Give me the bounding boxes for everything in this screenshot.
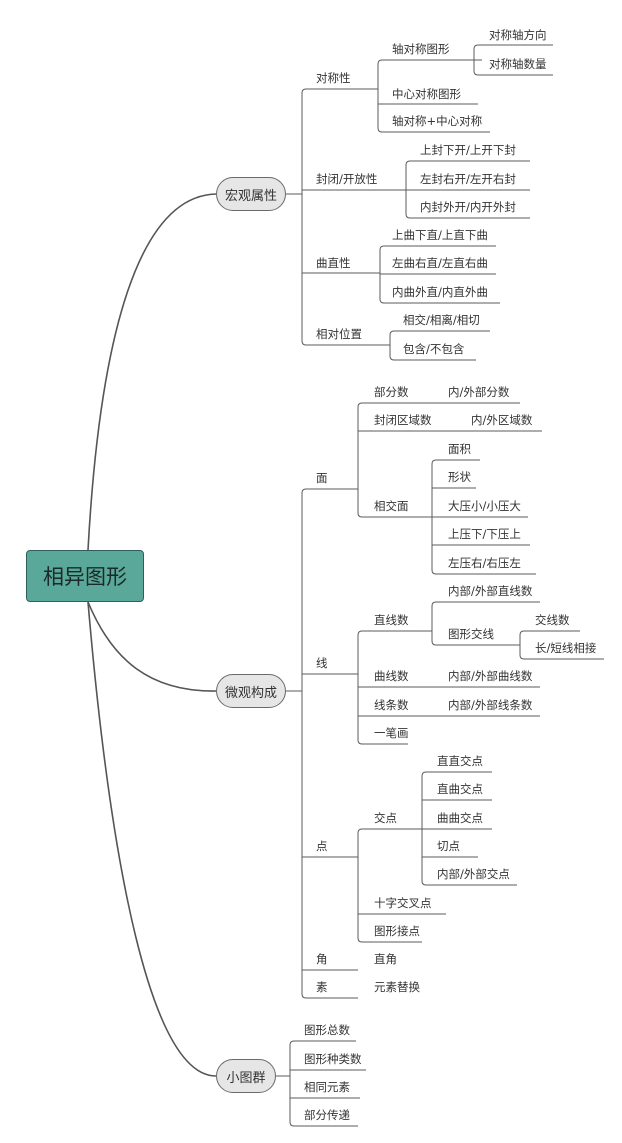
connector [519, 654, 604, 660]
node-point[interactable]: 点 [316, 839, 328, 853]
connector [301, 340, 382, 346]
node-relative-position[interactable]: 相对位置 [316, 327, 362, 341]
node-touch-point[interactable]: 图形接点 [374, 924, 420, 938]
connector [519, 630, 580, 636]
node-press-tb[interactable]: 上压下/下压上 [448, 527, 521, 541]
node-shape[interactable]: 形状 [448, 470, 471, 484]
connector [421, 771, 492, 777]
node-in-out-point[interactable]: 内部/外部交点 [437, 867, 510, 881]
node-cross-point[interactable]: 十字交叉点 [374, 896, 432, 910]
connector [431, 569, 536, 575]
node-curve-straight[interactable]: 曲直性 [316, 256, 351, 270]
node-part-count-value[interactable]: 内/外部分数 [448, 385, 510, 399]
node-closed-b[interactable]: 左封右开/左开右封 [420, 172, 516, 186]
node-pos-a[interactable]: 相交/相离/相切 [403, 313, 480, 327]
node-axis-count[interactable]: 对称轴数量 [489, 57, 547, 71]
node-angle[interactable]: 角 [316, 952, 328, 966]
connector [379, 298, 500, 304]
node-axis-direction[interactable]: 对称轴方向 [489, 28, 547, 42]
node-both-symmetric[interactable]: 轴对称+中心对称 [392, 114, 483, 128]
node-curve-c[interactable]: 内曲外直/内直外曲 [392, 285, 488, 299]
connector [377, 127, 490, 133]
node-closed-region[interactable]: 封闭区域数 [374, 413, 432, 427]
node-element-replace[interactable]: 元素替换 [374, 980, 420, 994]
connector [289, 1040, 356, 1046]
node-stroke-count[interactable]: 线条数 [374, 698, 409, 712]
node-total-count[interactable]: 图形总数 [304, 1023, 350, 1037]
connector [389, 355, 476, 361]
connector [87, 601, 217, 1077]
node-cc-point[interactable]: 曲曲交点 [437, 811, 483, 825]
connector [357, 630, 420, 636]
node-one-stroke[interactable]: 一笔画 [374, 726, 409, 740]
connector [301, 88, 368, 94]
node-center-symmetric[interactable]: 中心对称图形 [392, 87, 461, 101]
node-right-angle[interactable]: 直角 [374, 952, 397, 966]
node-curve-count[interactable]: 曲线数 [374, 669, 409, 683]
node-intersection[interactable]: 交点 [374, 811, 397, 825]
node-closed-c[interactable]: 内封外开/内开外封 [420, 200, 516, 214]
connector [357, 937, 422, 943]
connector [357, 402, 520, 408]
connector [389, 330, 490, 336]
connector [431, 640, 520, 646]
connector [421, 880, 517, 886]
node-straight-count[interactable]: 直线数 [374, 613, 409, 627]
node-closed-region-value[interactable]: 内/外区域数 [471, 413, 533, 427]
node-stroke-count-value[interactable]: 内部/外部线条数 [448, 698, 533, 712]
connector [473, 70, 553, 76]
connector [473, 44, 553, 50]
branch-macro[interactable]: 宏观属性 [216, 177, 286, 211]
root-node[interactable]: 相异图形 [26, 550, 144, 602]
connector [377, 59, 482, 65]
branch-small-group[interactable]: 小图群 [216, 1059, 276, 1093]
connector [357, 828, 408, 834]
node-sc-point[interactable]: 直曲交点 [437, 782, 483, 796]
node-closed-a[interactable]: 上封下开/上开下封 [420, 143, 516, 157]
node-closed-open[interactable]: 封闭/开放性 [316, 172, 378, 186]
node-intersect-face[interactable]: 相交面 [374, 499, 409, 513]
node-symmetry[interactable]: 对称性 [316, 71, 351, 85]
node-face[interactable]: 面 [316, 471, 328, 485]
node-area[interactable]: 面积 [448, 442, 471, 456]
connector [405, 213, 530, 219]
connector [431, 601, 540, 607]
node-press-lr[interactable]: 左压右/右压左 [448, 556, 521, 570]
connector [405, 160, 530, 166]
node-part-transfer[interactable]: 部分传递 [304, 1108, 350, 1122]
node-curve-a[interactable]: 上曲下直/上直下曲 [392, 228, 488, 242]
node-axis-symmetric[interactable]: 轴对称图形 [392, 42, 450, 56]
connector [289, 1121, 358, 1127]
node-curve-b[interactable]: 左曲右直/左直右曲 [392, 256, 488, 270]
node-figure-cross-line[interactable]: 图形交线 [448, 627, 494, 641]
node-same-element[interactable]: 相同元素 [304, 1080, 350, 1094]
node-ss-point[interactable]: 直直交点 [437, 754, 483, 768]
node-type-count[interactable]: 图形种类数 [304, 1052, 362, 1066]
node-press-size[interactable]: 大压小/小压大 [448, 499, 521, 513]
connector [87, 193, 217, 551]
connector [379, 245, 496, 251]
connector [301, 488, 358, 494]
node-straight-in-out[interactable]: 内部/外部直线数 [448, 584, 533, 598]
connector [87, 601, 217, 692]
node-cross-line-count[interactable]: 交线数 [535, 613, 570, 627]
branch-micro[interactable]: 微观构成 [216, 674, 286, 708]
node-curve-count-value[interactable]: 内部/外部曲线数 [448, 669, 533, 683]
node-long-short-join[interactable]: 长/短线相接 [535, 641, 597, 655]
connector [431, 459, 480, 465]
node-tangent-point[interactable]: 切点 [437, 839, 460, 853]
connector [357, 739, 408, 745]
node-part-count[interactable]: 部分数 [374, 385, 409, 399]
node-line[interactable]: 线 [316, 656, 328, 670]
connector [357, 512, 420, 518]
node-element[interactable]: 素 [316, 980, 328, 994]
connector [301, 993, 358, 999]
node-pos-b[interactable]: 包含/不包含 [403, 342, 465, 356]
